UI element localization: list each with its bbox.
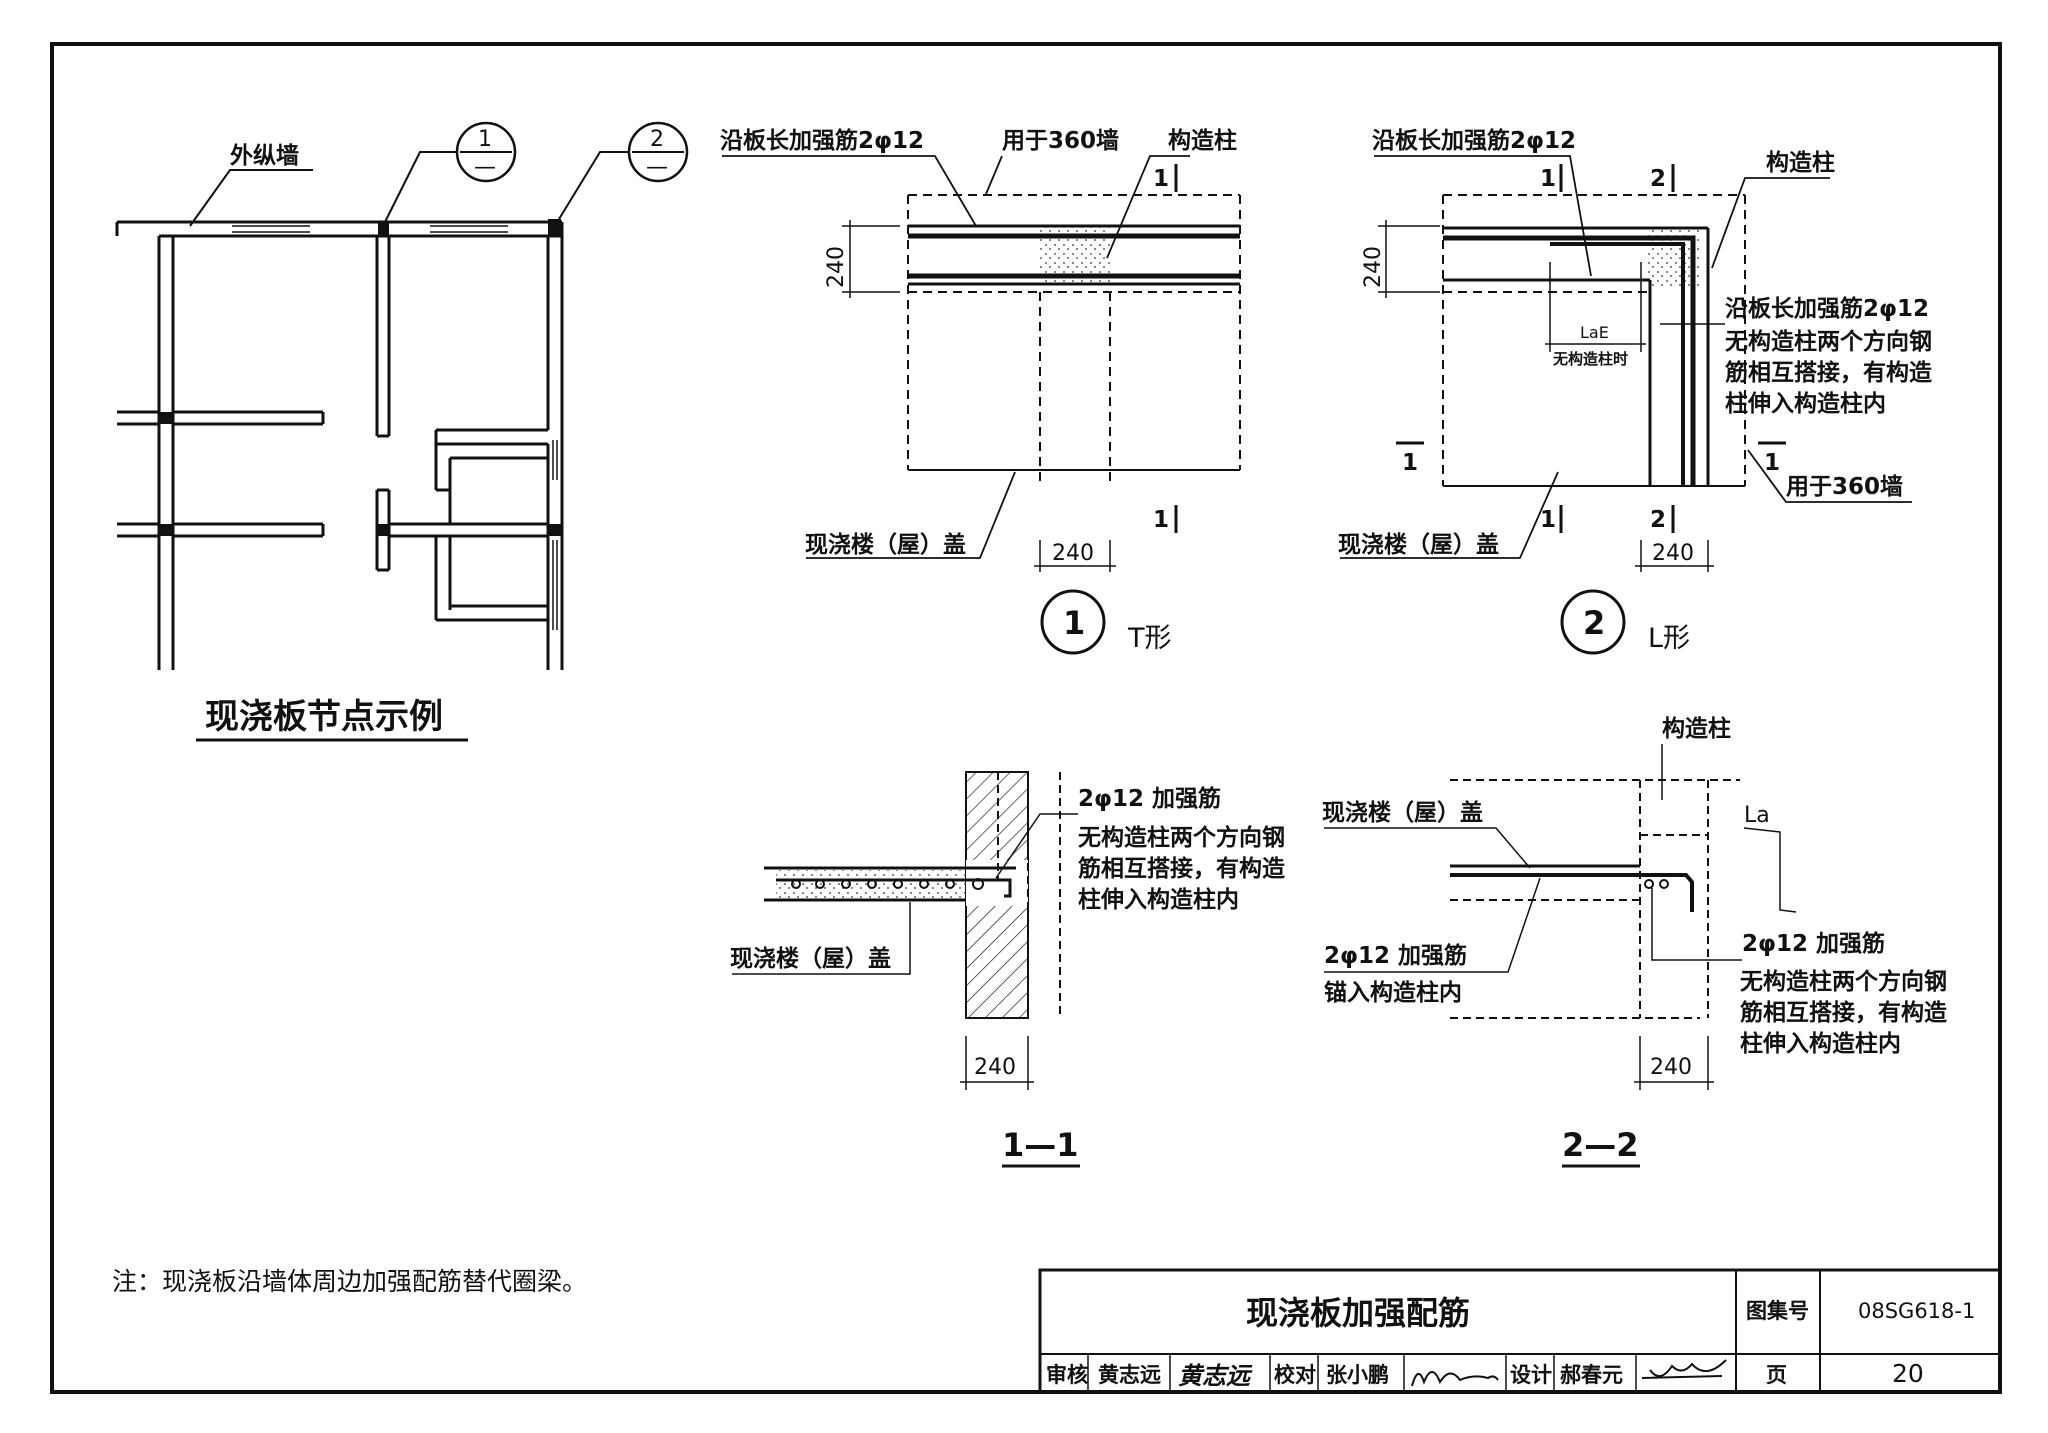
- atlas-label: 图集号: [1746, 1299, 1809, 1323]
- section-22-note-line2: 筋相互搭接，有构造: [1740, 999, 1948, 1026]
- section-22-rebar-right: 2φ12 加强筋: [1742, 930, 1885, 957]
- detail-t-dim-vertical: 240: [824, 246, 849, 288]
- plan-columns: [159, 219, 562, 536]
- detail-l-mark1-top: 1: [1540, 166, 1556, 192]
- detail-l-lae-note: 无构造柱时: [1552, 350, 1628, 368]
- detail-t-circle-num: 1: [1063, 604, 1085, 642]
- detail-t-dim-bottom: 240: [1052, 541, 1094, 566]
- section-2-2: 构造柱 现浇楼（屋）盖 La 2φ12 加强筋 锚入构造柱内 2φ12 加强筋 …: [1322, 715, 1948, 1168]
- detail-t-wall360-label: 用于360墙: [1002, 128, 1119, 154]
- checker-signature: [1411, 1371, 1499, 1387]
- detail-l-dim-vertical: 240: [1361, 246, 1386, 288]
- detail-l-lae-label: LaE: [1580, 323, 1609, 342]
- section-22-dim-bottom: 240: [1650, 1055, 1692, 1080]
- designer: 郝春元: [1560, 1363, 1623, 1387]
- atlas-value: 08SG618-1: [1858, 1299, 1975, 1323]
- designer-signature: [1641, 1359, 1727, 1379]
- detail-l-note-line3: 柱伸入构造柱内: [1725, 390, 1886, 417]
- title-block-title: 现浇板加强配筋: [1246, 1294, 1470, 1332]
- detail-l-mark1-bottom: 1: [1540, 507, 1556, 533]
- callout-1-dash: —: [474, 155, 496, 180]
- sheet-border: [50, 42, 2002, 1394]
- section-11-slab-label: 现浇楼（屋）盖: [730, 945, 891, 972]
- detail-t-section-mark-bottom: 1: [1153, 507, 1169, 533]
- outer-wall-label: 外纵墙: [230, 142, 299, 169]
- check-label: 校对: [1274, 1363, 1316, 1387]
- detail-l-shape-label: L形: [1648, 623, 1690, 654]
- callout-2-num: 2: [650, 127, 664, 152]
- detail-l-circle-num: 2: [1583, 604, 1605, 642]
- section-1-1: 2φ12 加强筋 无构造柱两个方向钢 筋相互搭接，有构造 柱伸入构造柱内 现浇楼…: [730, 771, 1286, 1168]
- section-22-column-label: 构造柱: [1662, 715, 1731, 742]
- title-block: [1038, 1268, 2002, 1394]
- design-label: 设计: [1510, 1363, 1552, 1387]
- section-22-slab-label: 现浇楼（屋）盖: [1322, 799, 1483, 826]
- outer-wall-leader: [189, 169, 313, 227]
- detail-t-section-mark-top: 1: [1153, 166, 1169, 192]
- page-label: 页: [1766, 1363, 1787, 1387]
- section-11-rebar-label: 2φ12 加强筋: [1078, 785, 1221, 812]
- detail-l-mark2-top: 2: [1650, 166, 1666, 192]
- detail-l-sec-right: 1: [1764, 450, 1780, 476]
- page-value: 20: [1892, 1359, 1924, 1388]
- general-note: 注：现浇板沿墙体周边加强配筋替代圈梁。: [112, 1267, 587, 1296]
- detail-l: 240 沿板长加强筋2φ12 1 2 构造柱 LaE 无构造柱时 沿板长加强筋2…: [1338, 127, 1933, 655]
- floor-plan: [115, 220, 564, 670]
- detail-t-column-label: 构造柱: [1168, 127, 1237, 154]
- section-11-note-line2: 筋相互搭接，有构造: [1078, 855, 1286, 882]
- section-22-la-label: La: [1744, 803, 1770, 828]
- section-22-note-line3: 柱伸入构造柱内: [1740, 1030, 1901, 1057]
- section-11-note-line3: 柱伸入构造柱内: [1078, 886, 1239, 913]
- detail-l-wall360-label: 用于360墙: [1786, 474, 1903, 500]
- checker: 张小鹏: [1326, 1363, 1389, 1387]
- review-label: 审核: [1046, 1363, 1088, 1387]
- detail-t-rebar-label: 沿板长加强筋2φ12: [720, 127, 924, 154]
- detail-l-sec-left: 1: [1402, 450, 1418, 476]
- section-22-rebar-left-2: 锚入构造柱内: [1324, 979, 1462, 1006]
- detail-l-mark2-bottom: 2: [1650, 507, 1666, 533]
- section-22-title: 2—2: [1562, 1126, 1639, 1164]
- section-22-rebar-left-1: 2φ12 加强筋: [1324, 942, 1467, 969]
- detail-l-note-rebar: 沿板长加强筋2φ12: [1725, 295, 1929, 322]
- reviewer-signature: 黄志远: [1178, 1361, 1253, 1390]
- callout-2: 2 —: [555, 121, 689, 225]
- plan-caption: 现浇板节点示例: [205, 697, 443, 737]
- detail-l-note-line1: 无构造柱两个方向钢: [1725, 328, 1932, 355]
- detail-l-slab-label: 现浇楼（屋）盖: [1338, 531, 1499, 558]
- detail-l-dim-bottom: 240: [1652, 541, 1694, 566]
- section-11-dim-bottom: 240: [974, 1055, 1016, 1080]
- detail-t-shape-label: T形: [1127, 623, 1172, 654]
- detail-l-note-line2: 筋相互搭接，有构造: [1725, 359, 1933, 386]
- callout-2-dash: —: [646, 155, 668, 180]
- section-11-title: 1—1: [1002, 1126, 1079, 1164]
- section-11-note-line1: 无构造柱两个方向钢: [1078, 824, 1285, 851]
- detail-t: 240 沿板长加强筋2φ12 用于360墙 构造柱 1 1 现浇楼（屋）盖 24…: [720, 127, 1241, 655]
- callout-1-num: 1: [478, 127, 492, 152]
- reviewer: 黄志远: [1098, 1363, 1161, 1387]
- section-22-note-line1: 无构造柱两个方向钢: [1740, 968, 1947, 995]
- detail-t-slab-label: 现浇楼（屋）盖: [805, 531, 966, 558]
- detail-l-rebar-label: 沿板长加强筋2φ12: [1372, 127, 1576, 154]
- detail-l-column-label: 构造柱: [1766, 149, 1835, 176]
- callout-1: 1 —: [382, 121, 517, 227]
